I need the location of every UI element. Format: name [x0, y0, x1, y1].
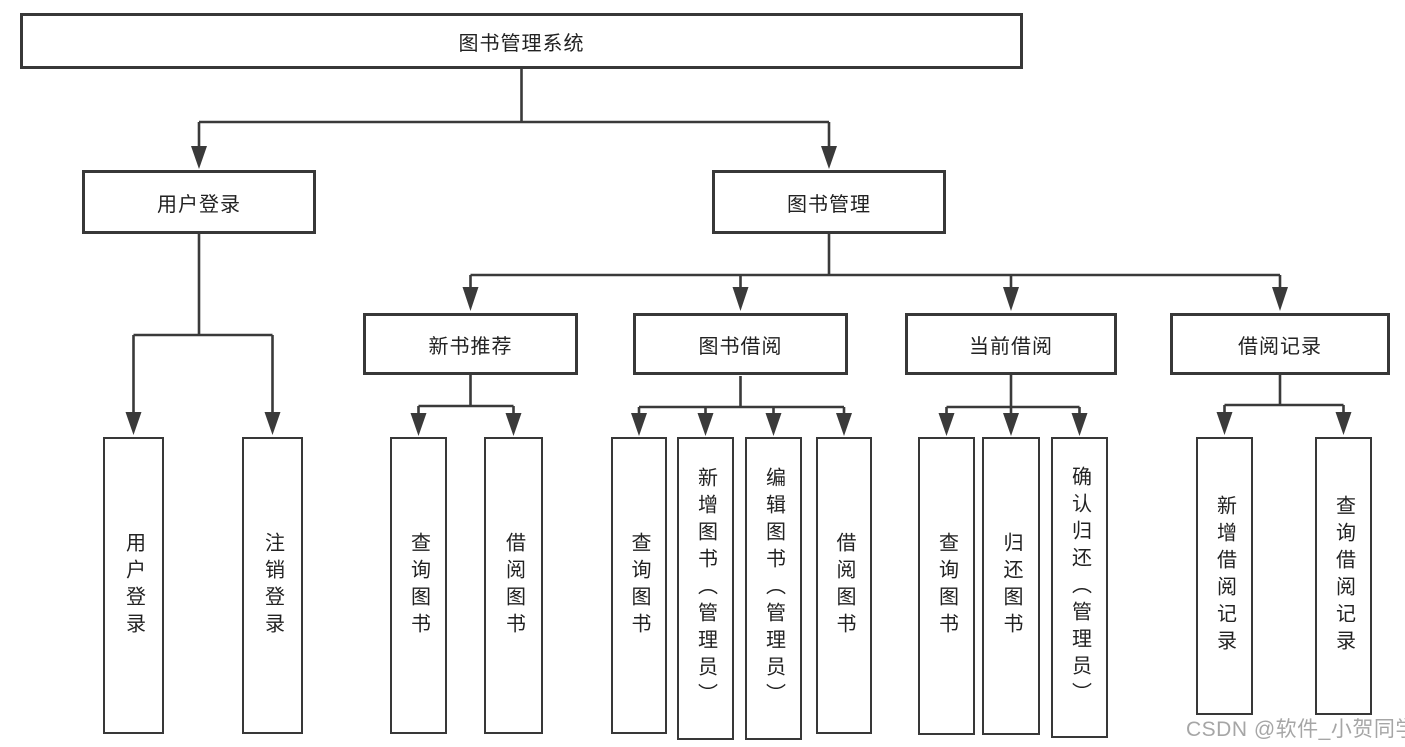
connector-userlogin-to-children	[125, 234, 281, 435]
leaf-edit-books-admin: 编辑图书（管理员）	[745, 437, 802, 740]
node-label: 借阅图书	[833, 531, 855, 640]
node-label: 注销登录	[261, 531, 284, 640]
leaf-add-borrow-record: 新增借阅记录	[1196, 437, 1253, 715]
node-label: 确认归还（管理员）	[1068, 466, 1091, 709]
connector-newbook-to-children	[410, 375, 522, 436]
node-label: 用户登录	[122, 531, 145, 640]
connector-bookmgmt-to-level2	[462, 234, 1288, 311]
node-label: 查询图书	[935, 532, 958, 640]
leaf-return-books: 归还图书	[982, 437, 1040, 735]
node-label: 借阅图书	[502, 531, 525, 640]
node-label: 归还图书	[1000, 532, 1022, 640]
node-book-borrowing: 图书借阅	[633, 313, 848, 375]
node-label: 用户登录	[157, 193, 241, 216]
node-borrowing-records: 借阅记录	[1170, 313, 1390, 375]
node-user-login-branch: 用户登录	[82, 170, 316, 234]
connector-current-to-children	[938, 375, 1088, 436]
csdn-watermark: CSDN @软件_小贺同学	[1186, 718, 1405, 741]
node-label: 新增图书（管理员）	[694, 467, 717, 710]
node-label: 图书借阅	[698, 335, 783, 358]
node-label: 新增借阅记录	[1213, 495, 1236, 657]
connector-root-to-level1	[191, 69, 837, 169]
node-label: 图书管理	[787, 193, 871, 216]
connector-borrow-to-children	[631, 376, 852, 436]
leaf-query-books-1: 查询图书	[390, 437, 447, 734]
node-label: 当前借阅	[969, 335, 1053, 358]
node-label: 查询借阅记录	[1332, 495, 1355, 657]
leaf-add-books-admin: 新增图书（管理员）	[677, 437, 734, 740]
node-root-system: 图书管理系统	[20, 13, 1023, 69]
leaf-borrow-books-1: 借阅图书	[484, 437, 543, 734]
leaf-user-login: 用户登录	[103, 437, 164, 734]
node-label: 借阅记录	[1238, 335, 1322, 358]
leaf-logout: 注销登录	[242, 437, 303, 734]
connector-record-to-children	[1216, 375, 1352, 435]
node-label: 新书推荐	[428, 335, 513, 358]
node-new-book-recommend: 新书推荐	[363, 313, 578, 375]
node-label: 查询图书	[407, 531, 430, 640]
node-label: 编辑图书（管理员）	[762, 467, 785, 710]
node-label: 查询图书	[628, 531, 650, 640]
node-label: 图书管理系统	[458, 32, 585, 55]
leaf-query-borrow-record: 查询借阅记录	[1315, 437, 1372, 715]
node-current-borrowing: 当前借阅	[905, 313, 1117, 375]
leaf-borrow-books-2: 借阅图书	[816, 437, 872, 734]
node-book-management-branch: 图书管理	[712, 170, 946, 234]
leaf-query-books-2: 查询图书	[611, 437, 667, 734]
leaf-confirm-return-admin: 确认归还（管理员）	[1051, 437, 1108, 738]
leaf-query-books-3: 查询图书	[918, 437, 975, 735]
